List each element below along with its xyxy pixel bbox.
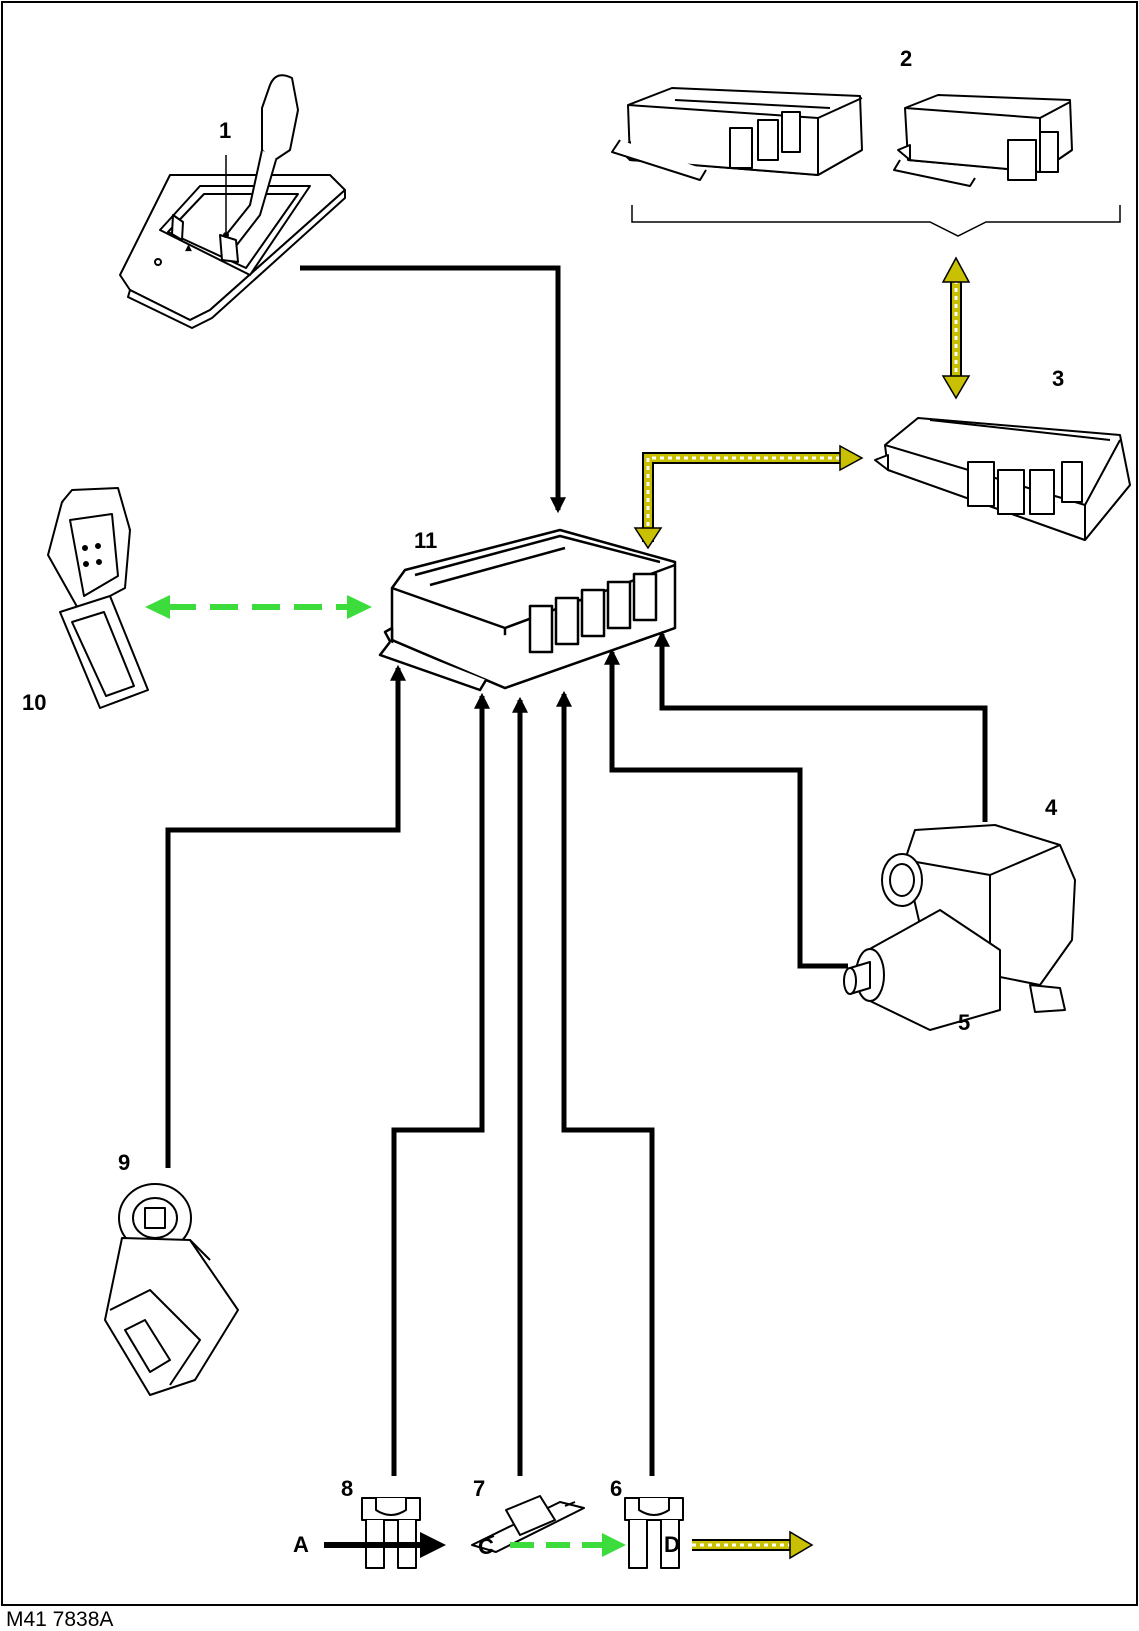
legend-key-A: A: [293, 1534, 309, 1556]
label-2: 2: [900, 48, 912, 70]
network-link-11-to-3: [635, 446, 862, 548]
wire-1-to-11: [300, 268, 558, 510]
legend-line-D: [692, 1532, 812, 1558]
label-4: 4: [1045, 797, 1057, 819]
fuse-icon-8: [362, 1498, 420, 1568]
wire-4-to-11: [662, 634, 985, 822]
label-9: 9: [118, 1152, 130, 1174]
label-10: 10: [22, 692, 46, 714]
actuator-motor-icon: [844, 825, 1075, 1030]
wire-6-to-11: [564, 694, 652, 1476]
label-5: 5: [958, 1012, 970, 1034]
legend-key-D: D: [664, 1534, 680, 1556]
central-control-module-icon: [380, 530, 675, 690]
label-7: 7: [473, 1478, 485, 1500]
legend-key-C: C: [478, 1536, 494, 1558]
wire-9-to-11: [168, 668, 398, 1168]
svg-text:▲: ▲: [185, 243, 192, 253]
label-1: 1: [219, 120, 231, 142]
control-module-pair-icon: [612, 88, 1072, 186]
leader-dot-1: [223, 232, 229, 238]
figure-reference-code: M41 7838A: [6, 1609, 113, 1630]
ignition-switch-icon: [105, 1184, 238, 1395]
label-3: 3: [1052, 368, 1064, 390]
diagnostic-connector-icon: [48, 488, 148, 708]
gear-selector-icon: ▲: [120, 75, 345, 328]
network-link-2-to-3: [943, 258, 969, 398]
label-6: 6: [610, 1478, 622, 1500]
diagnostic-link: [145, 595, 372, 619]
label-11: 11: [414, 530, 437, 552]
wire-5-to-11: [612, 652, 848, 966]
label-8: 8: [341, 1478, 353, 1500]
wire-8-to-11: [394, 696, 482, 1476]
control-module-icon: [875, 418, 1130, 540]
module-pair-bracket: [632, 205, 1120, 236]
hardwired-connections: [168, 268, 985, 1476]
